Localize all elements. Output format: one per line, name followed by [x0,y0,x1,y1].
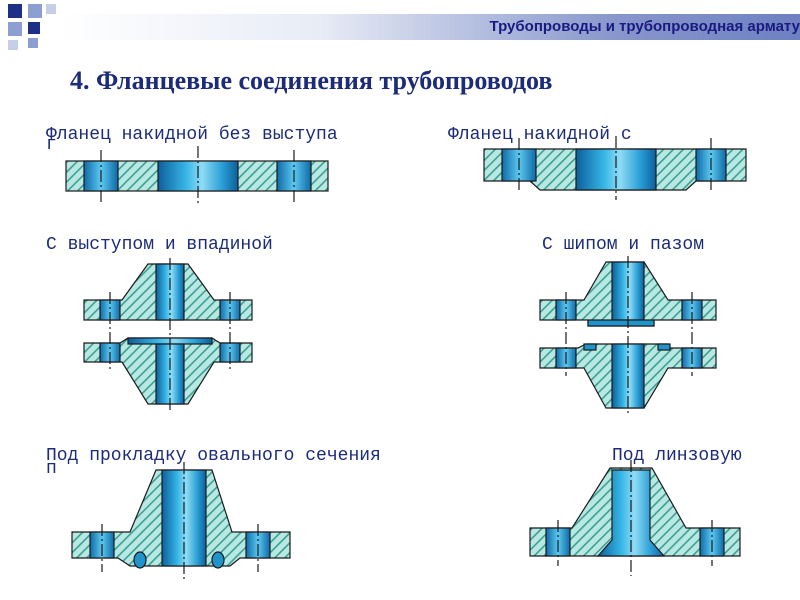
diagram-tongue-groove [83,258,253,410]
label-fragment: г [46,135,57,155]
label-tongue-groove: С выступом и впадиной [46,235,273,255]
label-oval-gasket: Под прокладку овального сечения [46,446,381,466]
header-bar [60,14,800,40]
diagram-loose-flange-no-collar [65,146,329,206]
label-loose-flange-no-collar: Фланец накидной без выступа [46,125,338,145]
label-spigot-socket: С шипом и пазом [542,235,705,255]
header-title: Трубопроводы и трубопроводная армату [489,18,800,35]
label-loose-flange-with: Фланец накидной с [448,125,632,145]
diagram-oval-gasket [71,462,291,580]
slide-title: 4. Фланцевые соединения трубопроводов [70,66,553,95]
diagram-spigot-socket [539,256,717,414]
diagram-lens [529,460,741,576]
label-lens: Под линзовую [612,446,742,466]
diagram-loose-flange-with [483,136,747,200]
label-fragment: п [46,459,57,479]
